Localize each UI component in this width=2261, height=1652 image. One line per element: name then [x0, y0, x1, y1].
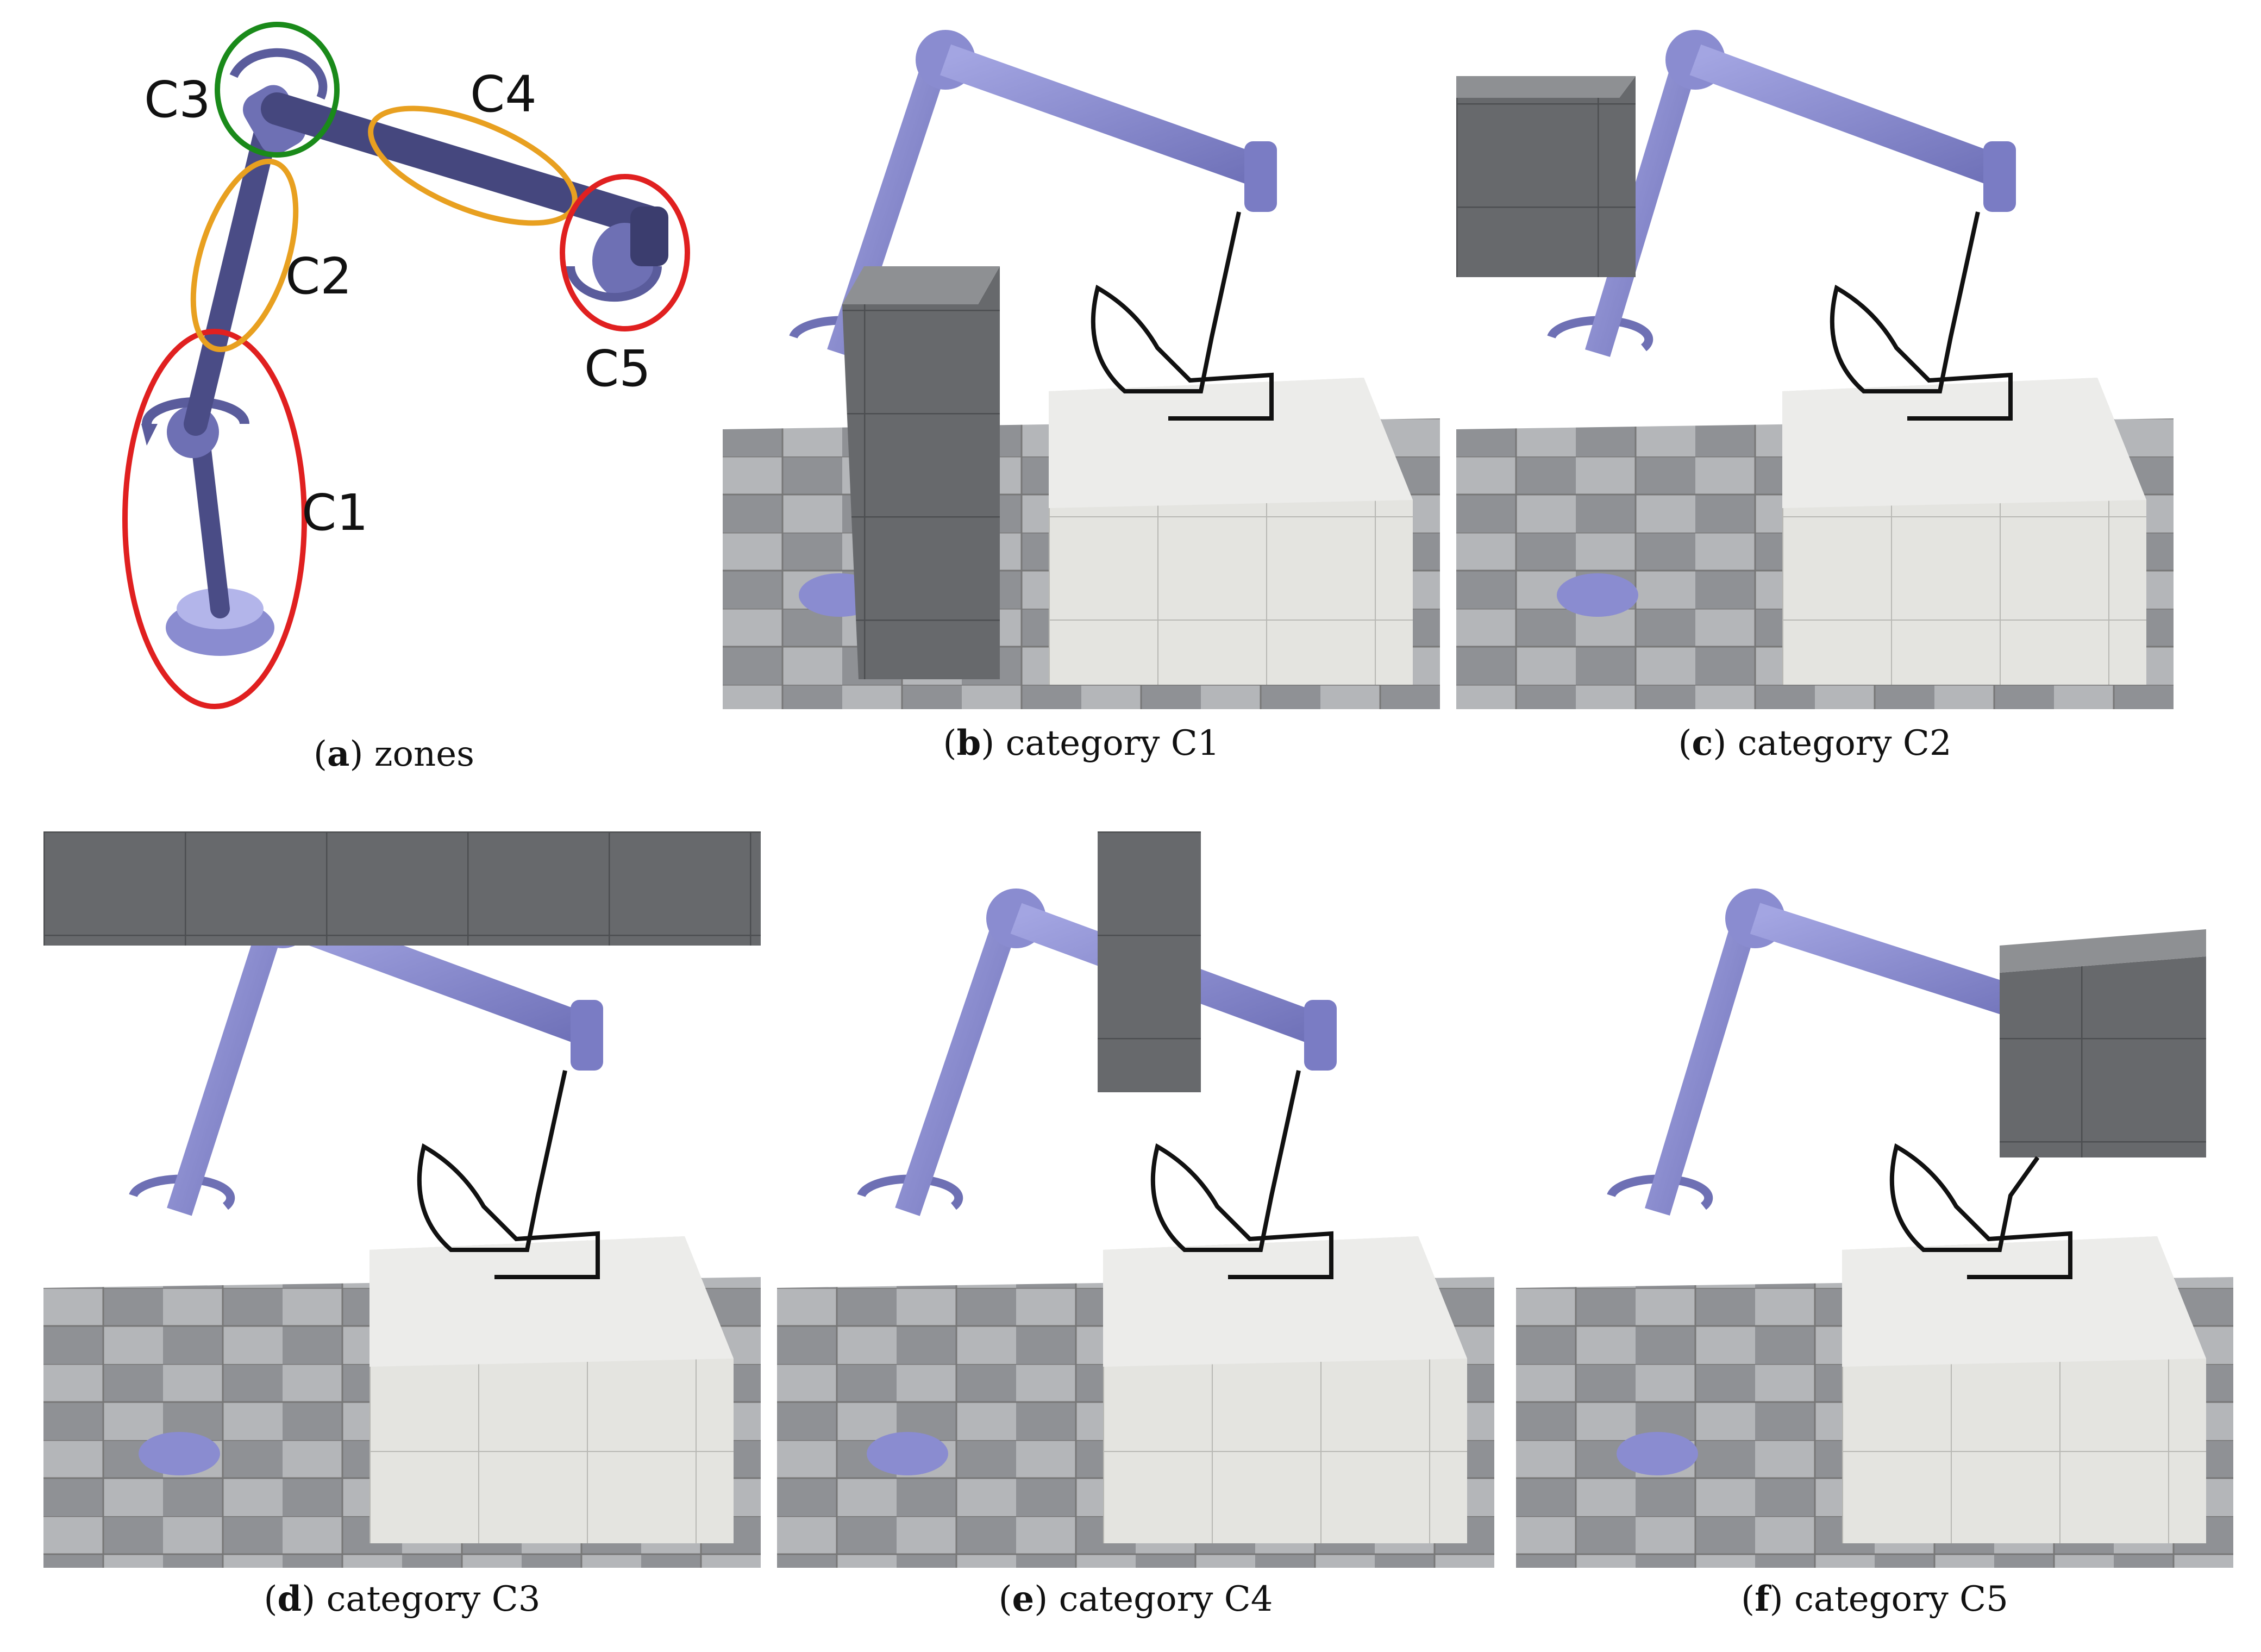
- zone-label-c2: C2: [285, 247, 352, 305]
- scene-d: [43, 831, 761, 1568]
- zone-c2-ellipse: [190, 159, 299, 352]
- panel-d: (d) category C3: [43, 831, 761, 1647]
- scene-c: [1456, 0, 2174, 709]
- caption-f-text: category C5: [1794, 1579, 2008, 1619]
- zone-label-c3: C3: [144, 71, 211, 129]
- caption-b-letter: b: [956, 723, 981, 764]
- caption-d: (d) category C3: [264, 1579, 541, 1619]
- zone-c3-ellipse: [215, 22, 340, 158]
- caption-a-letter: a: [327, 734, 350, 774]
- obstacle: [842, 266, 1000, 679]
- zone-label-c4: C4: [470, 65, 537, 123]
- caption-f-letter: f: [1755, 1579, 1770, 1619]
- zone-c1-ellipse: [122, 329, 307, 709]
- panel-c: (c) category C2: [1456, 0, 2174, 788]
- zones-diagram: C3 C4 C2 C5 C1: [82, 11, 706, 723]
- zone-c5-ellipse: [560, 174, 690, 331]
- caption-e: (e) category C4: [998, 1579, 1273, 1619]
- caption-d-letter: d: [277, 1579, 302, 1619]
- zone-label-c5: C5: [584, 340, 651, 398]
- caption-f: (f) category C5: [1741, 1579, 2008, 1619]
- panel-b: (b) category C1: [723, 0, 1440, 788]
- caption-a-text: zones: [374, 734, 474, 774]
- caption-e-letter: e: [1012, 1579, 1035, 1619]
- panel-a: C3 C4 C2 C5 C1 (a) zones: [82, 11, 706, 774]
- obstacle: [1456, 76, 1636, 277]
- caption-e-text: category C4: [1059, 1579, 1273, 1619]
- caption-b-text: category C1: [1005, 723, 1220, 764]
- scene-f: [1516, 831, 2233, 1568]
- obstacle: [2000, 956, 2206, 1157]
- scene-e: [777, 831, 1494, 1568]
- obstacle: [1098, 831, 1201, 1092]
- obstacle: [43, 831, 761, 946]
- caption-d-text: category C3: [326, 1579, 541, 1619]
- panel-f: (f) category C5: [1516, 831, 2233, 1647]
- panel-e: (e) category C4: [777, 831, 1494, 1647]
- scene-b: [723, 0, 1440, 709]
- caption-c-text: category C2: [1737, 723, 1952, 764]
- caption-a: (a) zones: [314, 734, 474, 774]
- zone-label-c1: C1: [302, 484, 368, 542]
- caption-b: (b) category C1: [943, 723, 1220, 764]
- caption-c: (c) category C2: [1678, 723, 1952, 764]
- caption-c-letter: c: [1692, 723, 1713, 764]
